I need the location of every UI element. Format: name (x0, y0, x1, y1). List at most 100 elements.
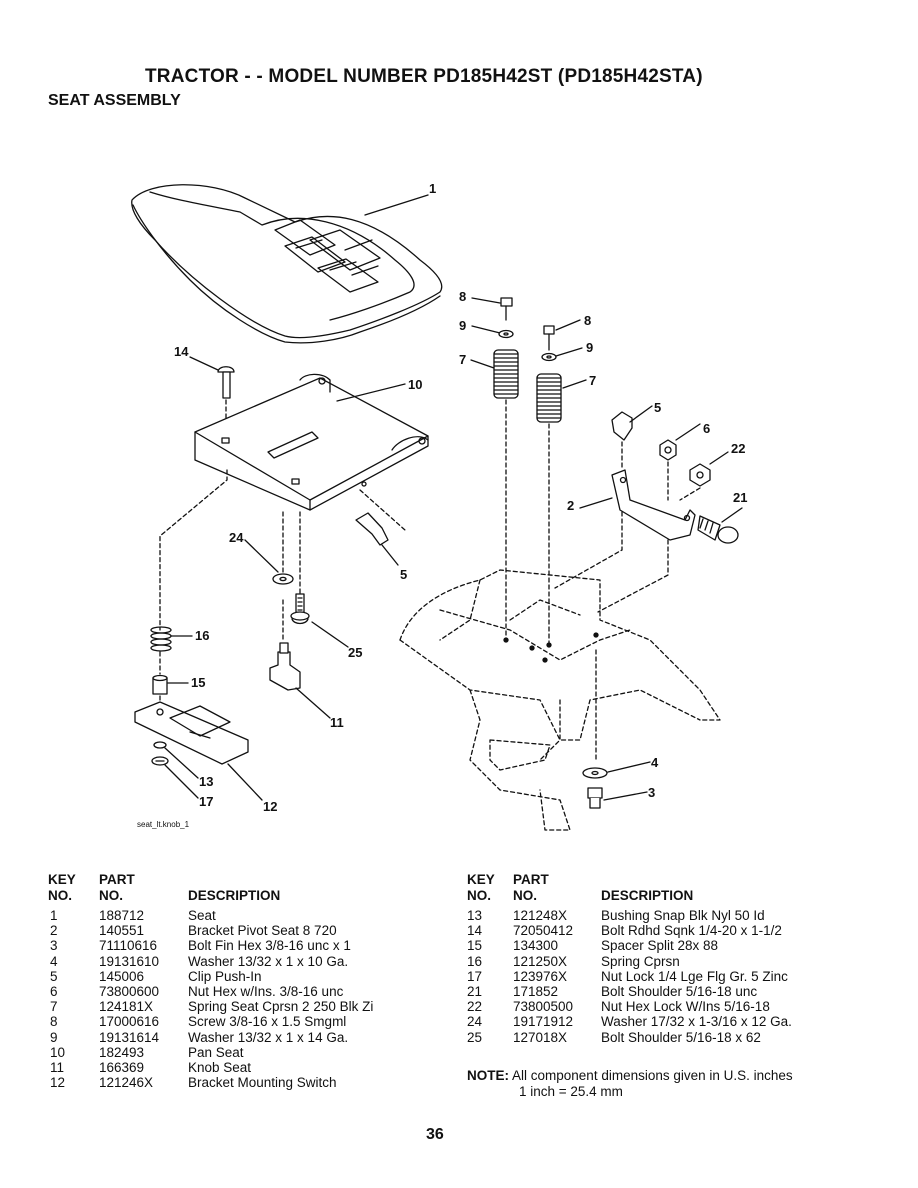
key-no-cell: 4 (50, 953, 58, 969)
callout-14: 14 (174, 344, 189, 359)
part-header-line1: PART (513, 872, 549, 887)
description-cell: Bolt Shoulder 5/16-18 unc (601, 983, 758, 999)
spring-16 (150, 626, 172, 652)
table-header: KEY NO. PART NO. DESCRIPTION (48, 872, 448, 908)
table-row: 21 171852 Bolt Shoulder 5/16-18 unc (467, 984, 887, 999)
frame-outline (399, 569, 721, 831)
part-no-cell: 19131614 (99, 1029, 160, 1045)
description-cell: Nut Hex Lock W/Ins 5/16-18 (601, 999, 770, 1015)
key-no-cell: 8 (50, 1014, 58, 1030)
callout-15: 15 (191, 675, 205, 690)
note-line2: 1 inch = 25.4 mm (519, 1083, 623, 1099)
note-label: NOTE: (467, 1068, 509, 1083)
dimension-note: NOTE: All component dimensions given in … (467, 1068, 793, 1099)
part-no-cell: 145006 (99, 968, 145, 984)
key-no-cell: 3 (50, 938, 58, 954)
part-no-cell: 124181X (99, 999, 154, 1015)
table-row: 17 123976X Nut Lock 1/4 Lge Flg Gr. 5 Zinc (467, 969, 887, 984)
callout-24: 24 (229, 530, 244, 545)
description-cell: Bushing Snap Blk Nyl 50 Id (601, 908, 765, 923)
key-header-line1: KEY (48, 872, 76, 887)
callout-8b: 8 (584, 313, 591, 328)
callout-1: 1 (429, 181, 436, 196)
key-no-cell: 16 (467, 953, 483, 969)
key-no-cell: 6 (50, 983, 58, 999)
key-no-cell: 22 (467, 999, 483, 1015)
key-no-cell: 10 (50, 1044, 66, 1060)
description-cell: Bracket Mounting Switch (188, 1075, 337, 1091)
part-no-cell: 134300 (513, 938, 559, 954)
table-row: 8 17000616 Screw 3/8-16 x 1.5 Smgml (48, 1014, 448, 1029)
description-cell: Nut Hex w/Ins. 3/8-16 unc (188, 983, 344, 999)
key-no-cell: 9 (50, 1029, 58, 1045)
part-no-cell: 121250X (513, 953, 568, 969)
key-header-line1: KEY (467, 872, 495, 887)
description-header: DESCRIPTION (601, 888, 694, 903)
description-cell: Clip Push-In (188, 968, 262, 984)
seat-part (131, 184, 443, 344)
callout-11: 11 (330, 715, 344, 730)
description-cell: Bolt Fin Hex 3/8-16 unc x 1 (188, 938, 351, 954)
callout-12: 12 (263, 799, 277, 814)
part-no-cell: 188712 (99, 908, 145, 923)
key-no-cell: 17 (467, 968, 483, 984)
description-cell: Spring Cprsn (601, 953, 680, 969)
description-cell: Bolt Rdhd Sqnk 1/4-20 x 1-1/2 (601, 923, 782, 939)
table-row: 6 73800600 Nut Hex w/Ins. 3/8-16 unc (48, 984, 448, 999)
callout-10: 10 (408, 377, 422, 392)
description-cell: Nut Lock 1/4 Lge Flg Gr. 5 Zinc (601, 968, 788, 984)
table-row: 4 19131610 Washer 13/32 x 1 x 10 Ga. (48, 954, 448, 969)
key-no-cell: 12 (50, 1075, 66, 1091)
key-no-cell: 1 (50, 908, 58, 923)
key-no-cell: 5 (50, 968, 58, 984)
key-no-cell: 21 (467, 983, 483, 999)
callout-6: 6 (703, 421, 710, 436)
callout-5b: 5 (400, 567, 407, 582)
part-no-cell: 73800600 (99, 983, 160, 999)
description-cell: Spacer Split 28x 88 (601, 938, 719, 954)
part-no-cell: 171852 (513, 983, 559, 999)
description-cell: Screw 3/8-16 x 1.5 Smgml (188, 1014, 347, 1030)
figure-id: seat_lt.knob_1 (137, 820, 190, 829)
key-no-cell: 11 (50, 1059, 65, 1075)
part-no-cell: 17000616 (99, 1014, 160, 1030)
part-no-cell: 123976X (513, 968, 568, 984)
table-header: KEY NO. PART NO. DESCRIPTION (467, 872, 887, 908)
part-no-cell: 73800500 (513, 999, 574, 1015)
description-cell: Washer 13/32 x 1 x 14 Ga. (188, 1029, 349, 1045)
description-cell: Spring Seat Cprsn 2 250 Blk Zi (188, 999, 374, 1015)
callout-22: 22 (731, 441, 745, 456)
part-no-cell: 121246X (99, 1075, 154, 1091)
callout-17: 17 (199, 794, 213, 809)
callout-9: 9 (459, 318, 466, 333)
callout-labels: 1 14 10 8 9 7 8 9 7 5 6 22 2 21 24 5 16 … (174, 181, 747, 814)
part-header-line2: NO. (99, 888, 124, 903)
description-cell: Knob Seat (188, 1059, 252, 1075)
part-no-cell: 19131610 (99, 953, 160, 969)
key-no-cell: 15 (467, 938, 483, 954)
table-row: 5 145006 Clip Push-In (48, 969, 448, 984)
description-cell: Washer 13/32 x 1 x 10 Ga. (188, 953, 349, 969)
callout-7b: 7 (589, 373, 596, 388)
description-cell: Washer 17/32 x 1-3/16 x 12 Ga. (601, 1014, 792, 1030)
callout-3: 3 (648, 785, 655, 800)
callout-25: 25 (348, 645, 362, 660)
spring-7-right (536, 373, 562, 423)
description-cell: Bracket Pivot Seat 8 720 (188, 923, 337, 939)
table-row: 16 121250X Spring Cprsn (467, 954, 887, 969)
key-no-cell: 7 (50, 999, 58, 1015)
part-header-line2: NO. (513, 888, 538, 903)
callout-5: 5 (654, 400, 661, 415)
part-no-cell: 19171912 (513, 1014, 574, 1030)
